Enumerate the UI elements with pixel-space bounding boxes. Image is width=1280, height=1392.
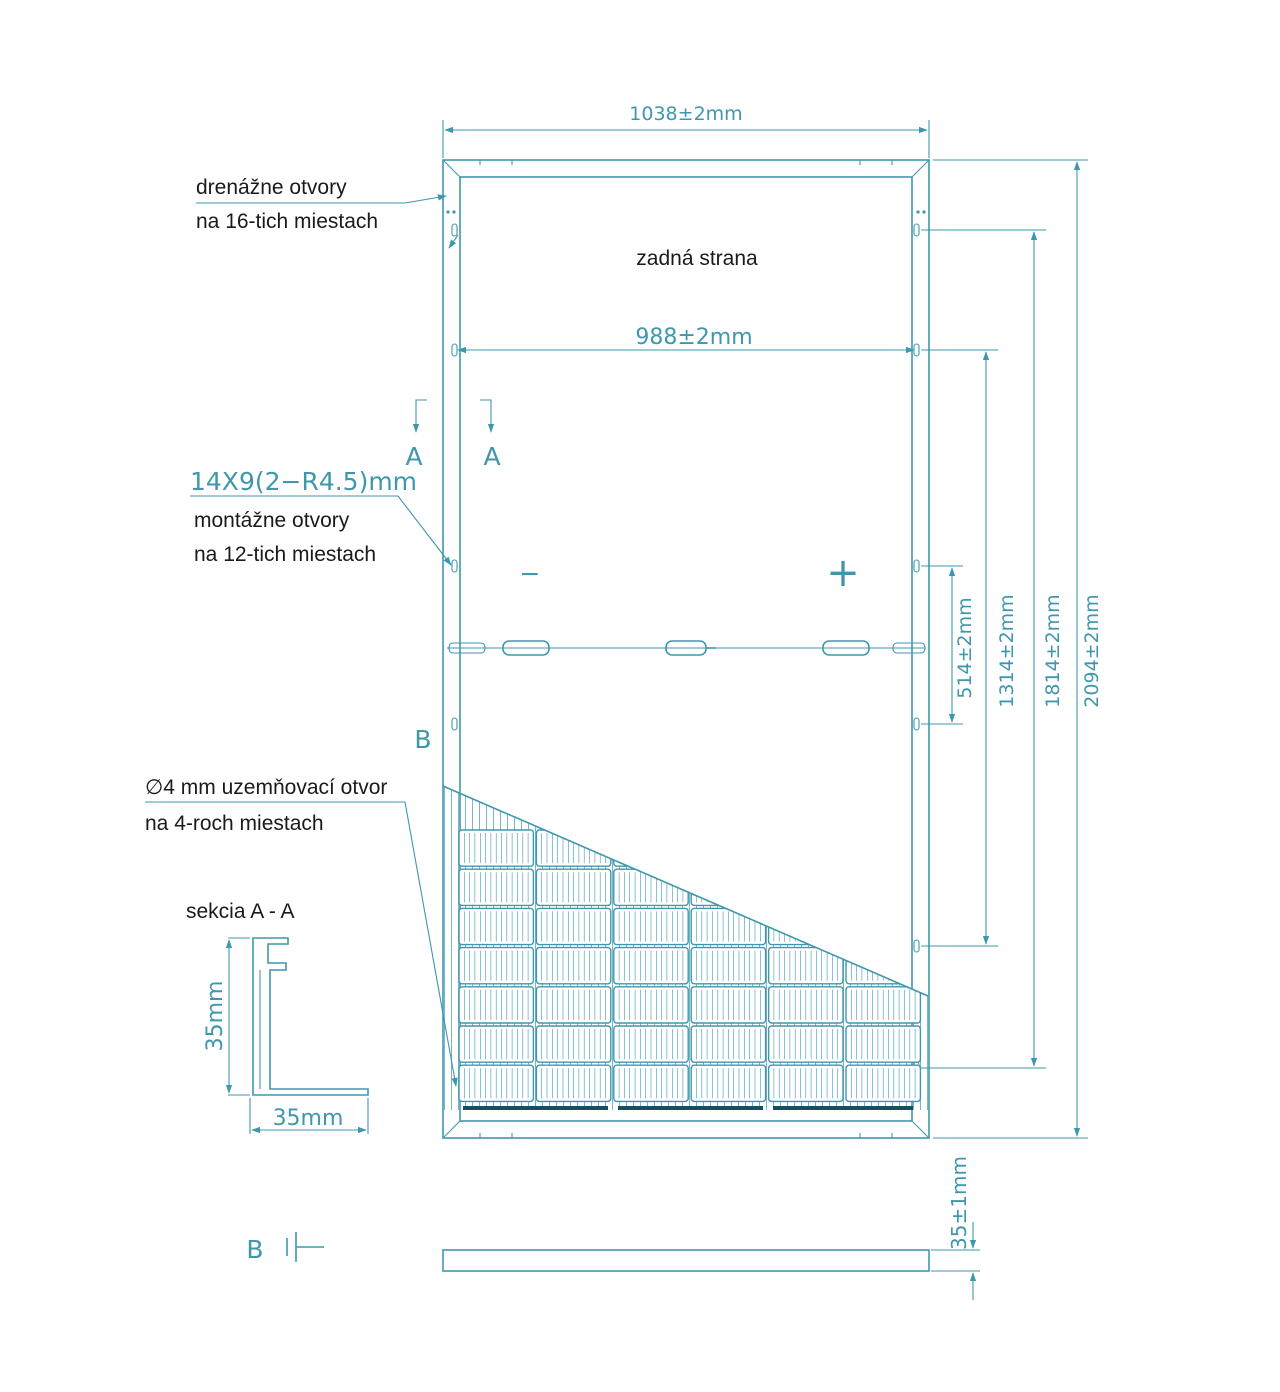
solar-cell [690, 829, 767, 867]
view-b: B 35±1mm [246, 1156, 980, 1300]
connector-left [448, 642, 486, 654]
section-title: sekcia A - A [186, 900, 295, 923]
dimension-lengths: 2094±2mm 1814±2mm 1314±2mm 514±2mm [921, 159, 1103, 1139]
view-b-label: B [414, 725, 431, 754]
solar-cell [845, 829, 922, 867]
view-b-bottom-label: B [246, 1235, 263, 1264]
length-2094-label: 2094±2mm [1081, 594, 1103, 707]
section-width-label: 35mm [273, 1106, 344, 1131]
junction-box-right [822, 640, 870, 656]
mount-hole-size-label: 14X9(2−R4.5)mm [190, 467, 417, 496]
section-height-label: 35mm [203, 981, 228, 1052]
back-side-label: zadná strana [636, 247, 758, 270]
connector-right [892, 642, 926, 654]
solar-cell [767, 829, 844, 867]
solar-cells-cutaway [443, 786, 928, 1110]
busbar-strips [463, 1106, 913, 1110]
solar-cell [690, 868, 767, 907]
thickness-label: 35±1mm [947, 1156, 971, 1250]
solar-cell [767, 907, 844, 946]
drainage-note-line1: drenážne otvory [196, 176, 347, 199]
length-514-label: 514±2mm [954, 597, 976, 698]
note-mounting: 14X9(2−R4.5)mm montážne otvory na 12-tic… [190, 467, 452, 566]
section-a-a: sekcia A - A 35mm 35mm [186, 900, 369, 1134]
minus-sign: − [520, 559, 541, 588]
grounding-note-line2: na 4-roch miestach [145, 812, 324, 835]
mounting-note-line1: montážne otvory [194, 509, 350, 532]
drainage-hole-marks [446, 160, 926, 1138]
length-1814-label: 1814±2mm [1042, 594, 1064, 707]
grounding-note-line1: ∅4 mm uzemňovací otvor [145, 776, 387, 799]
overall-width-label: 1038±2mm [629, 103, 742, 125]
junction-boxes [447, 640, 926, 656]
mounting-note-line2: na 12-tich miestach [194, 543, 376, 566]
mounting-slots-left [451, 223, 458, 731]
section-a-markers: A A B [405, 399, 501, 754]
junction-box-left [502, 640, 550, 656]
panel-frame [442, 159, 930, 1139]
mount-width-label: 988±2mm [635, 325, 752, 350]
dimension-mount-width: 988±2mm [457, 325, 915, 354]
note-grounding: ∅4 mm uzemňovací otvor na 4-roch miestac… [145, 776, 458, 1087]
mounting-slots-right [913, 223, 920, 1075]
solar-cell [845, 868, 922, 907]
solar-cell [845, 907, 922, 946]
plus-sign: + [826, 550, 860, 596]
section-a-left-label: A [405, 442, 422, 471]
note-drainage: drenážne otvory na 16-tich miestach [196, 176, 459, 249]
dimension-overall-width: 1038±2mm [442, 103, 930, 158]
section-a-right-label: A [483, 442, 500, 471]
drainage-note-line2: na 16-tich miestach [196, 210, 378, 233]
solar-cell [767, 868, 844, 907]
length-1314-label: 1314±2mm [996, 594, 1018, 707]
solar-cell [613, 829, 689, 867]
